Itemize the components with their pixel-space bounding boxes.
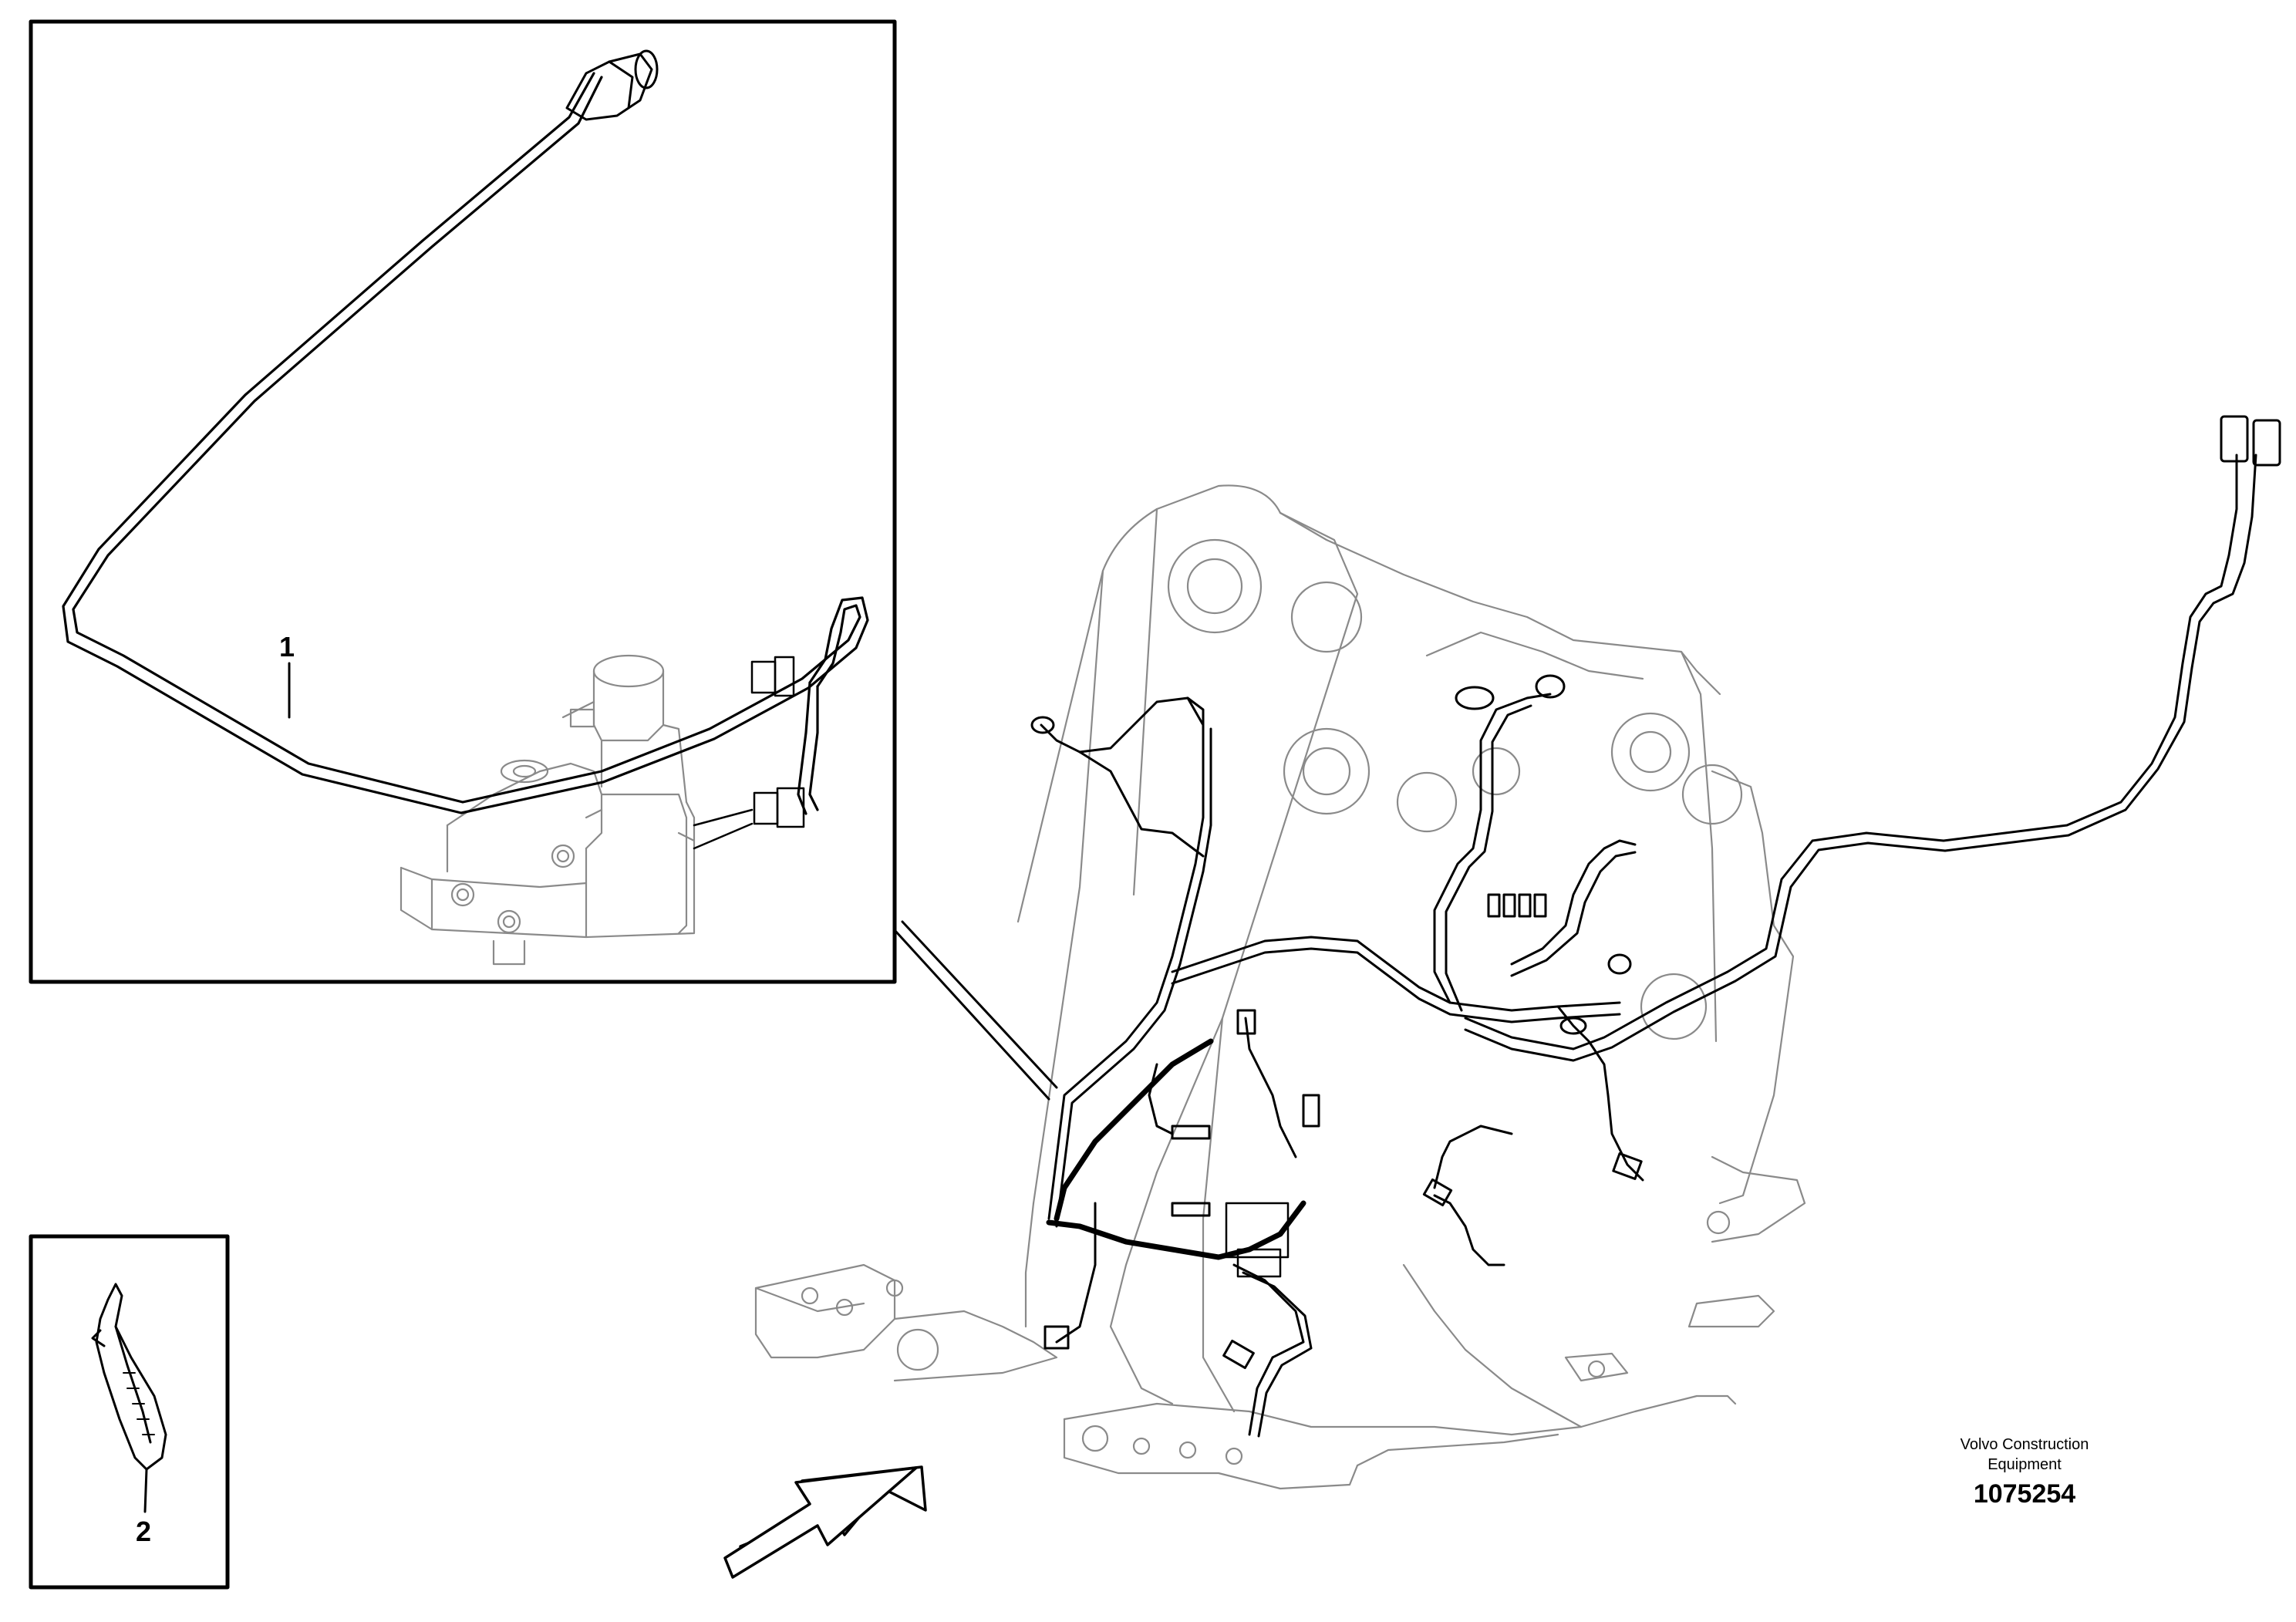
connector-ur-3 [1518, 893, 1532, 918]
connector-ur-4 [1533, 893, 1547, 918]
front-frame [754, 484, 1806, 1490]
connector-right-2 [2252, 419, 2281, 467]
connector-lower-left [1043, 1325, 1070, 1350]
detail-leader [885, 920, 1058, 1101]
arrow-outline [723, 1466, 918, 1579]
wiring-harness [1030, 415, 2281, 1438]
valve-block-main [1225, 1202, 1290, 1259]
cable-tie-icon [91, 1283, 167, 1513]
document-number: 1075254 [1973, 1479, 2076, 1509]
connector-right-1 [2220, 415, 2249, 463]
connector-mid-right [1612, 1152, 1643, 1180]
connector-mid-2 [1171, 1202, 1211, 1217]
callout-label-1: 1 [279, 631, 295, 663]
connector-right-lower [1422, 1178, 1453, 1207]
connector-mid-1 [1171, 1125, 1211, 1140]
detail-1-drawing [62, 49, 869, 966]
connector-lower [1222, 1339, 1255, 1370]
brand-line-1: Volvo Construction [1960, 1436, 2089, 1453]
callout-label-2: 2 [136, 1516, 152, 1547]
detail-box-1 [29, 19, 897, 984]
connector-ur-1 [1487, 893, 1501, 918]
connector-ur-2 [1502, 893, 1516, 918]
connector-mid-4 [1302, 1094, 1320, 1128]
brand-line-2: Equipment [1988, 1456, 2062, 1473]
detail-box-2 [29, 1234, 230, 1590]
